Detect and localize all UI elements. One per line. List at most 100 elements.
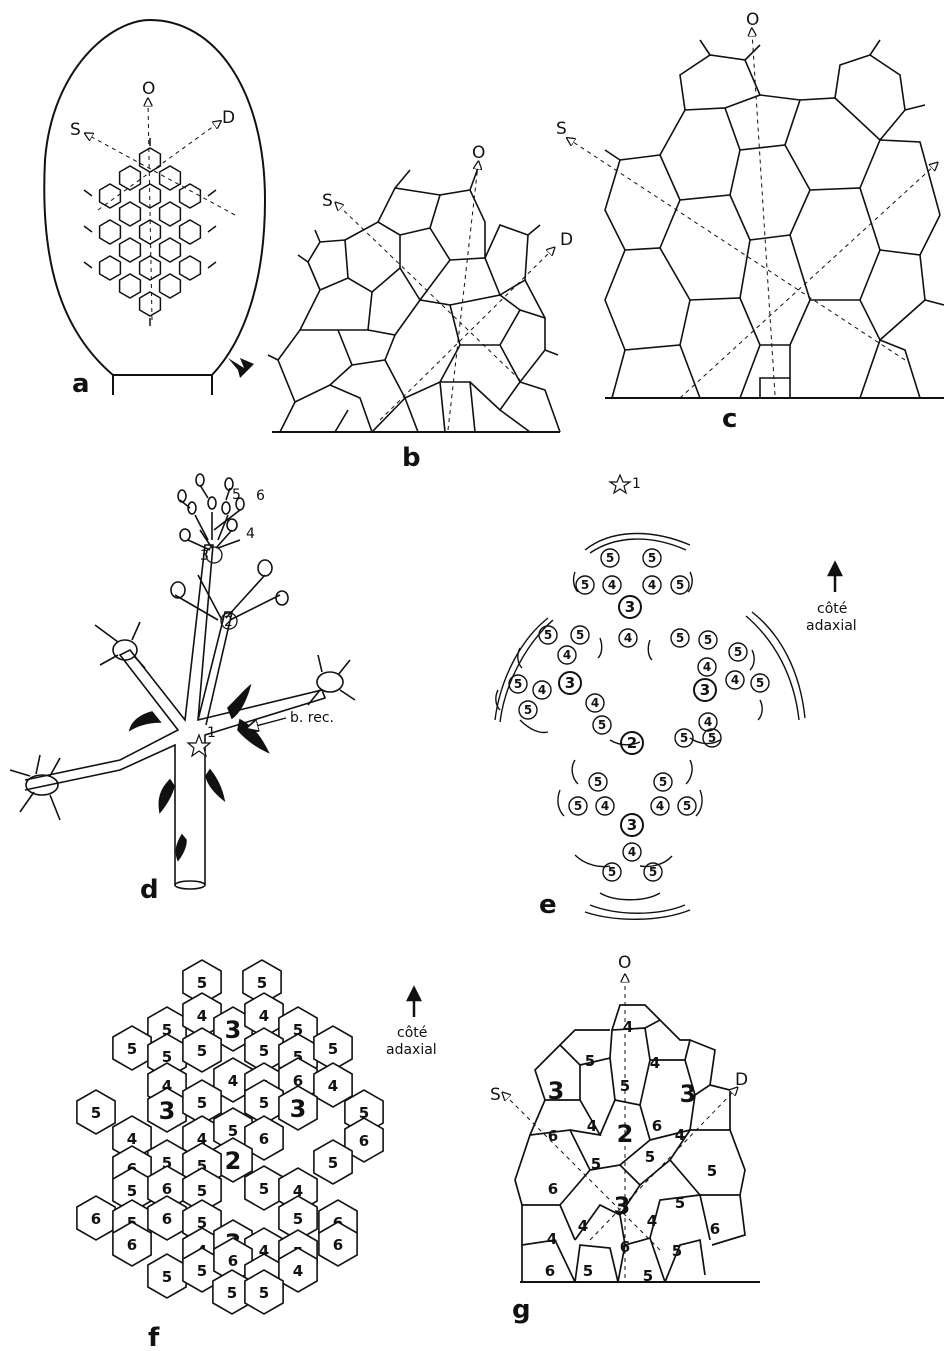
adaxial-arrow-f-icon — [408, 988, 420, 1017]
f-hex-label: 6 — [228, 1252, 238, 1270]
e-circle-label: 5 — [756, 676, 764, 690]
axis-d-c — [680, 165, 935, 398]
f-hex-label: 6 — [259, 1130, 269, 1148]
e-circle-label: 5 — [574, 799, 582, 813]
e-circle-label: 5 — [581, 578, 589, 592]
f-hex-label: 4 — [228, 1072, 238, 1090]
panel-label-g: g — [512, 1295, 531, 1325]
a-hex-cell — [160, 166, 181, 190]
e-circle-label: 4 — [703, 660, 711, 674]
a-hex-cell — [180, 256, 201, 280]
f-hex-label: 5 — [328, 1040, 338, 1058]
g-cell-label: 5 — [672, 1242, 682, 1260]
panel-a: O S D a — [44, 20, 265, 399]
g-cell-label: 6 — [545, 1262, 555, 1280]
a-hex-tick — [84, 226, 92, 232]
label-o-a: O — [142, 79, 155, 99]
f-hex-label: 4 — [259, 1007, 269, 1025]
e-circle-label: 5 — [514, 677, 522, 691]
e-circle-label: 3 — [700, 681, 710, 699]
f-hex-label: 5 — [227, 1284, 237, 1302]
g-cell-labels: 45435346624556355644654655 — [545, 1018, 720, 1285]
adaxial-label-e: adaxial — [806, 618, 857, 634]
e-circle-label: 5 — [680, 731, 688, 745]
a-hex-cell — [120, 202, 141, 226]
e-circle-label: 4 — [591, 696, 599, 710]
f-hex-label: 4 — [328, 1077, 338, 1095]
panel-label-d: d — [140, 875, 159, 905]
label-o-g: O — [618, 953, 631, 973]
f-hex-label: 5 — [162, 1268, 172, 1286]
g-cell-label: 5 — [645, 1148, 655, 1166]
label-s-c: S — [556, 119, 567, 139]
e-circle-label: 4 — [648, 578, 656, 592]
panel-d: 3 2 4 5 6 1 b. rec. d — [10, 474, 355, 905]
e-circle-label: 5 — [598, 718, 606, 732]
f-hex-label: 5 — [293, 1210, 303, 1228]
a-hex-cell — [100, 184, 121, 208]
curved-arrow-icon — [228, 358, 254, 378]
f-hex-label: 5 — [259, 1180, 269, 1198]
f-hex-label: 5 — [257, 974, 267, 992]
a-hex-cell — [160, 238, 181, 262]
g-cell-label: 3 — [680, 1080, 697, 1108]
f-hex-label: 6 — [333, 1236, 343, 1254]
a-hex-cell — [180, 220, 201, 244]
f-hex-label: 3 — [225, 1016, 242, 1044]
a-hex-cell — [120, 166, 141, 190]
f-hex-label: 3 — [159, 1097, 176, 1125]
g-cell-label: 4 — [647, 1212, 657, 1230]
e-circle-label: 5 — [676, 578, 684, 592]
f-hex-label: 5 — [127, 1040, 137, 1058]
axis-s-b — [338, 205, 520, 380]
f-hex-label: 5 — [91, 1104, 101, 1122]
axis-d-b — [380, 250, 552, 420]
a-hex-cell — [140, 256, 161, 280]
label-d-a: D — [222, 108, 235, 128]
e-circle-label: 4 — [628, 845, 636, 859]
e-circle-label: 4 — [656, 799, 664, 813]
panel-label-f: f — [148, 1323, 160, 1351]
d-label-6: 6 — [256, 488, 265, 504]
e-circle-label: 5 — [676, 631, 684, 645]
e-circle-label: 3 — [565, 674, 575, 692]
g-cell-label: 5 — [643, 1267, 653, 1285]
g-cell-label: 5 — [675, 1194, 685, 1212]
g-cell-label: 5 — [583, 1262, 593, 1280]
g-cell-label: 3 — [548, 1077, 565, 1105]
cell-network-c — [605, 40, 944, 398]
b-rec-label: b. rec. — [290, 710, 334, 726]
e-circle-label: 5 — [544, 628, 552, 642]
g-cell-label: 4 — [578, 1217, 588, 1235]
f-hex-label: 5 — [328, 1154, 338, 1172]
axis-s-a — [88, 135, 235, 215]
label-s-a: S — [70, 120, 81, 140]
g-cell-label: 5 — [591, 1155, 601, 1173]
f-hex-label: 4 — [197, 1007, 207, 1025]
cote-label-e: côté — [817, 601, 847, 617]
panel-label-a: a — [72, 369, 90, 399]
panel-e: 1 55 — [495, 475, 857, 920]
g-cell-label: 6 — [710, 1220, 720, 1238]
a-hex-cell — [120, 274, 141, 298]
a-hex-cell — [100, 256, 121, 280]
f-hex-label: 5 — [197, 1262, 207, 1280]
axis-s-c — [570, 140, 905, 360]
inflorescence-d — [10, 474, 355, 889]
g-cell-label: 4 — [650, 1054, 660, 1072]
e-circle-label: 5 — [594, 775, 602, 789]
g-cell-label: 4 — [587, 1117, 597, 1135]
a-hex-tick — [208, 226, 216, 232]
e-circle-label: 5 — [524, 703, 532, 717]
panel-b: O S D b — [268, 143, 573, 473]
g-cell-label: 4 — [675, 1126, 685, 1144]
g-cell-label: 6 — [548, 1180, 558, 1198]
f-hex-label: 5 — [197, 1094, 207, 1112]
e-circle-label: 5 — [608, 865, 616, 879]
label-s-g: S — [490, 1085, 501, 1105]
a-hex-tick — [84, 262, 92, 268]
panel-g: O S D 45435346624556355644654655 g — [490, 953, 760, 1325]
g-cell-label: 5 — [707, 1162, 717, 1180]
adaxial-arrow-e-icon — [829, 563, 841, 592]
label-s-b: S — [322, 191, 333, 211]
